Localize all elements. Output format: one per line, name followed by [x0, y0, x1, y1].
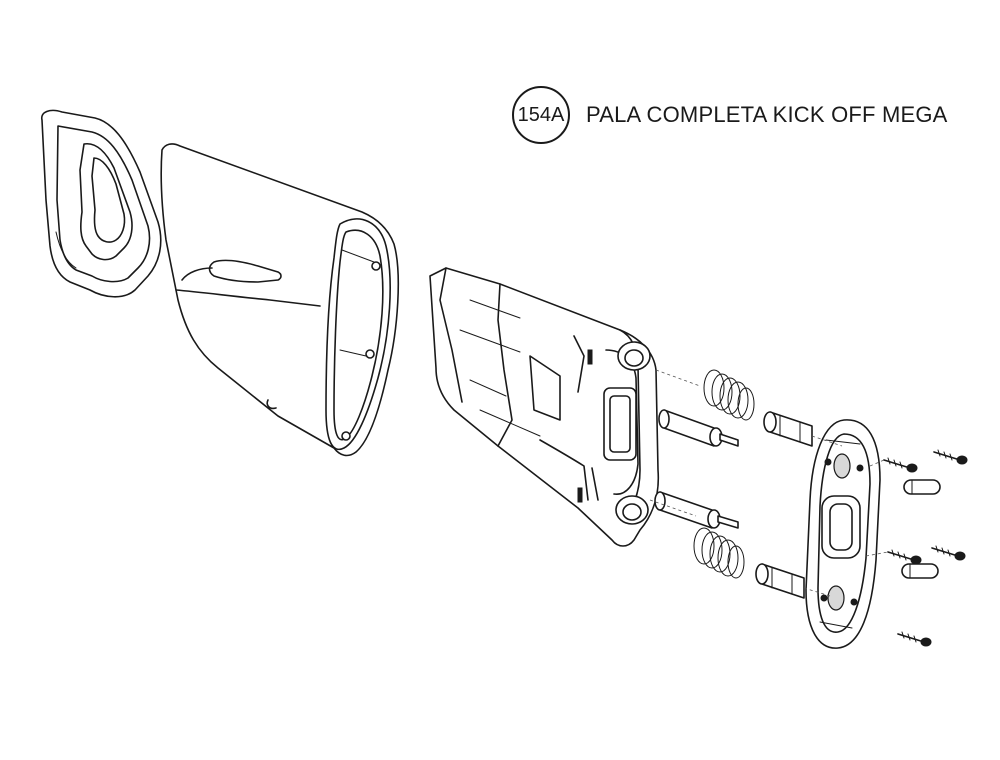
part-header: 154A PALA COMPLETA KICK OFF MEGA	[512, 84, 948, 146]
screw-5	[897, 631, 932, 647]
screw-cap-lower	[901, 563, 939, 579]
part-number-badge: 154A	[512, 86, 570, 144]
spring-upper	[703, 369, 755, 421]
screw-3	[887, 549, 922, 565]
butt-plate	[805, 419, 881, 649]
screw-cap-upper	[903, 479, 941, 495]
part-title: PALA COMPLETA KICK OFF MEGA	[586, 102, 948, 127]
plunger-lower	[755, 563, 805, 599]
plunger-upper	[763, 411, 813, 447]
guide-rod-upper	[658, 409, 739, 447]
guide-rod-lower	[654, 491, 739, 529]
assembly-guide-lines	[649, 369, 889, 597]
screw-4	[931, 545, 966, 561]
cheek-rest	[40, 109, 162, 298]
screw-1	[883, 457, 918, 473]
spring-lower	[693, 527, 745, 579]
stock-body	[160, 143, 400, 457]
frame-skeleton	[429, 267, 660, 547]
screw-2	[933, 449, 968, 465]
